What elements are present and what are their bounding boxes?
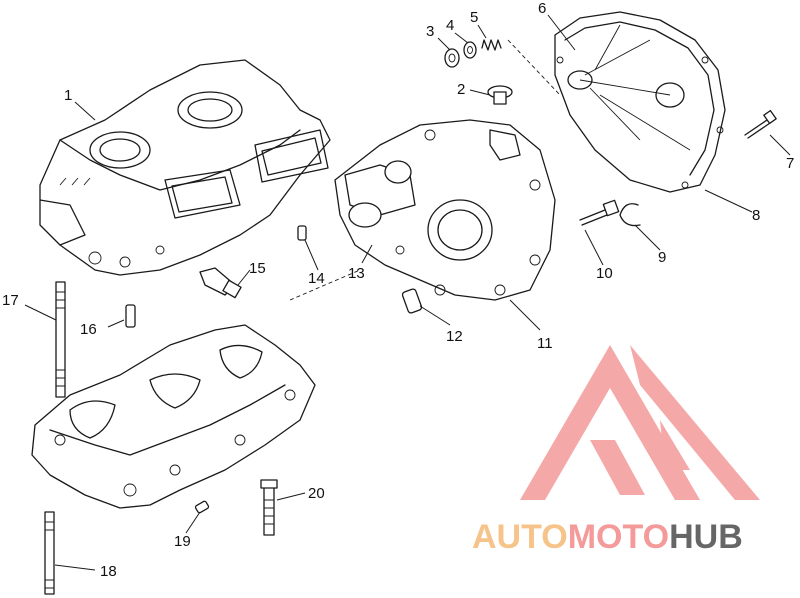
- watermark-text-hub: HUB: [669, 518, 743, 556]
- stud-18: [44, 511, 55, 595]
- washer-3: [444, 48, 460, 68]
- watermark-logo: [520, 345, 760, 500]
- lower-crankcase: [31, 324, 316, 509]
- callout-18: 18: [100, 563, 117, 580]
- pin-12: [401, 288, 423, 314]
- clip-9: [619, 203, 641, 227]
- callout-2: 2: [457, 81, 465, 98]
- fitting-19: [194, 500, 210, 514]
- washer-4: [463, 41, 477, 59]
- callout-7: 7: [786, 155, 794, 172]
- bolt-20: [260, 479, 278, 536]
- bolt-10: [579, 199, 620, 226]
- callout-9: 9: [658, 249, 666, 266]
- callout-3: 3: [426, 23, 434, 40]
- leader-lines: [24, 14, 791, 571]
- gear-housing: [334, 119, 556, 301]
- callout-17: 17: [2, 292, 19, 309]
- upper-crankcase: [39, 59, 331, 276]
- spring-5: [481, 39, 502, 51]
- pin-16: [125, 304, 136, 328]
- fitting-15: [199, 267, 242, 299]
- callout-6: 6: [538, 0, 546, 17]
- stud-17: [55, 281, 66, 398]
- callout-15: 15: [249, 260, 266, 277]
- callouts: 1 2 3 4 5 6 7 8 9 10 11 12 13 14 15 16 1…: [2, 0, 794, 580]
- bolt-7: [744, 109, 777, 139]
- callout-1: 1: [64, 87, 72, 104]
- plug-2: [487, 85, 513, 105]
- callout-19: 19: [174, 533, 191, 550]
- fitting-14: [297, 225, 307, 241]
- callout-13: 13: [348, 265, 365, 282]
- callout-5: 5: [470, 9, 478, 26]
- watermark-text: AUTOMOTOHUB: [472, 518, 743, 556]
- callout-12: 12: [446, 328, 463, 345]
- callout-14: 14: [308, 270, 325, 287]
- callout-8: 8: [752, 207, 760, 224]
- watermark-text-auto: AUTO: [472, 518, 568, 556]
- callout-4: 4: [446, 17, 454, 34]
- callout-16: 16: [80, 321, 97, 338]
- callout-11: 11: [537, 335, 553, 352]
- watermark-text-moto: MOTO: [568, 518, 669, 556]
- callout-20: 20: [308, 485, 325, 502]
- callout-10: 10: [596, 265, 613, 282]
- end-cover: [554, 11, 726, 193]
